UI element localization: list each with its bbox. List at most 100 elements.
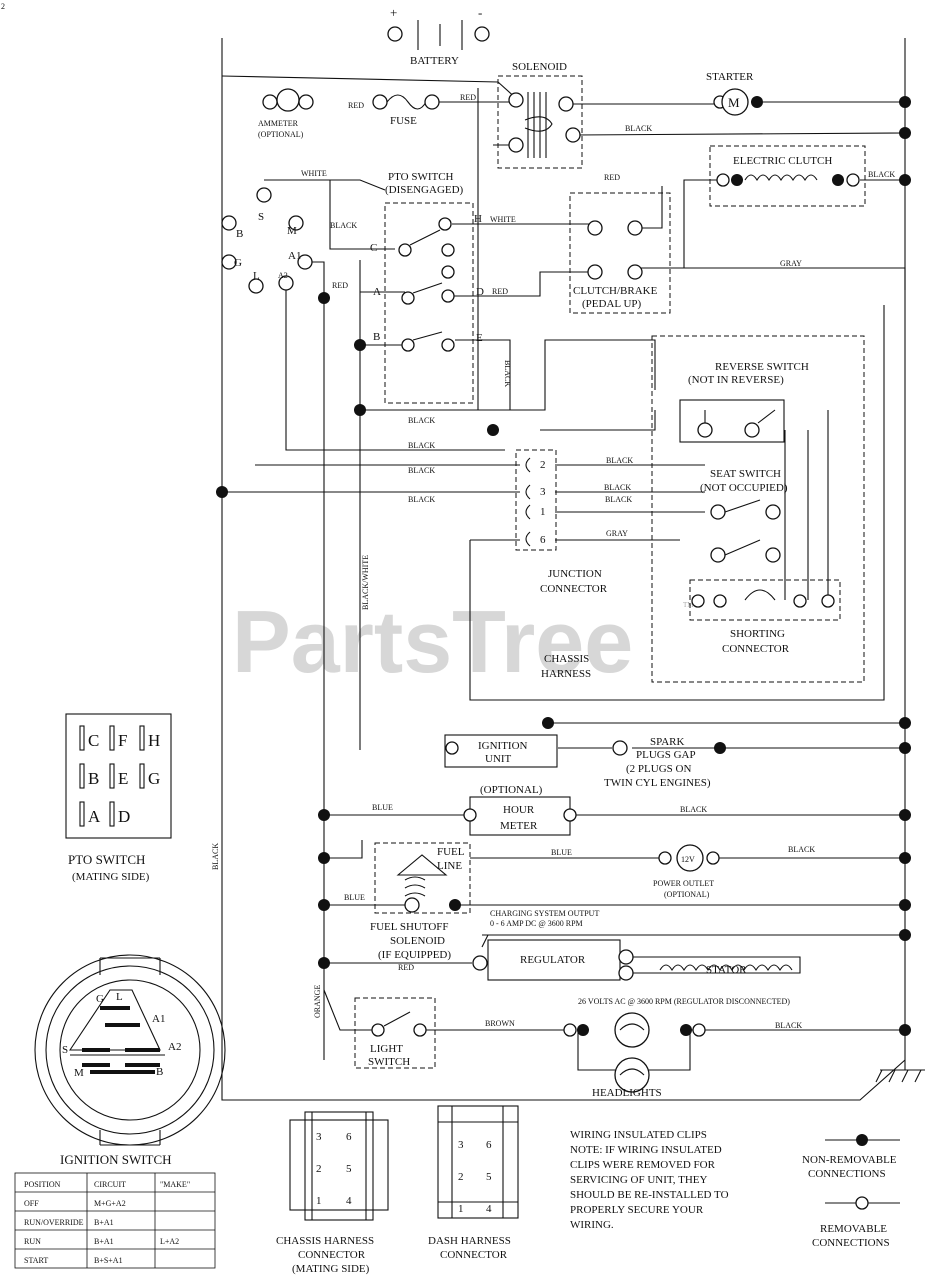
main-wiring bbox=[221, 38, 906, 1101]
legend-removable-1: REMOVABLE bbox=[820, 1223, 887, 1235]
pto-pin-C: C bbox=[88, 731, 99, 750]
svg-text:H: H bbox=[474, 213, 482, 225]
ignition-face-label: B bbox=[156, 1066, 163, 1078]
component-labels: + - BATTERY SOLENOID STARTER AMMETER (OP… bbox=[258, 5, 832, 1099]
pto-pin-bracket bbox=[79, 725, 85, 751]
dash-pin-6: 6 bbox=[486, 1139, 492, 1151]
svg-text:B: B bbox=[236, 228, 243, 240]
junction-connector-label-2: CONNECTOR bbox=[540, 583, 608, 595]
svg-text:WIRING.: WIRING. bbox=[570, 1219, 614, 1231]
dash-connector-label-2: CONNECTOR bbox=[440, 1249, 508, 1261]
electric-clutch-symbol bbox=[716, 173, 860, 187]
ac-note: 26 VOLTS AC @ 3600 RPM (REGULATOR DISCON… bbox=[578, 997, 790, 1006]
svg-text:RED: RED bbox=[332, 281, 348, 290]
starter-label: STARTER bbox=[706, 71, 754, 83]
chassis-pin-2: 2 bbox=[316, 1163, 322, 1175]
dash-pin-2: 2 bbox=[458, 1171, 464, 1183]
dash-pin-1: 1 bbox=[458, 1203, 464, 1215]
pto-pin-bracket bbox=[139, 763, 145, 789]
svg-text:WHITE: WHITE bbox=[490, 215, 516, 224]
chassis-harness-label-2: HARNESS bbox=[541, 668, 591, 680]
ignition-table-cell: RUN bbox=[24, 1237, 41, 1246]
pto-mating-title: PTO SWITCH bbox=[68, 852, 145, 867]
svg-text:WIRING INSULATED CLIPS: WIRING INSULATED CLIPS bbox=[570, 1129, 707, 1141]
legend-non-removable-1: NON-REMOVABLE bbox=[802, 1154, 897, 1166]
svg-text:RED: RED bbox=[348, 101, 364, 110]
svg-text:BLACK/WHITE: BLACK/WHITE bbox=[361, 555, 370, 610]
svg-text:3: 3 bbox=[540, 486, 546, 498]
seat-switch-label: SEAT SWITCH bbox=[710, 468, 781, 480]
light-switch-symbol bbox=[371, 1011, 427, 1037]
pto-pin-bracket bbox=[109, 763, 115, 789]
legend: NON-REMOVABLE CONNECTIONS REMOVABLE CONN… bbox=[802, 1134, 900, 1249]
clutch-brake-state: (PEDAL UP) bbox=[582, 298, 642, 310]
legend-non-removable-2: CONNECTIONS bbox=[808, 1168, 886, 1180]
non-removable-connections bbox=[216, 96, 911, 1036]
svg-text:SHOULD BE RE-INSTALLED TO: SHOULD BE RE-INSTALLED TO bbox=[570, 1189, 729, 1201]
svg-text:C: C bbox=[370, 242, 377, 254]
charging-output-label-1: CHARGING SYSTEM OUTPUT bbox=[490, 909, 599, 918]
dash-pin-5: 5 bbox=[486, 1171, 492, 1183]
fuel-line-label-2: LINE bbox=[437, 860, 462, 872]
svg-text:BLACK: BLACK bbox=[408, 441, 435, 450]
svg-text:RED: RED bbox=[492, 287, 508, 296]
hour-meter-label-1: HOUR bbox=[503, 804, 535, 816]
power-outlet-label-1: POWER OUTLET bbox=[653, 879, 714, 888]
pto-pin-bracket bbox=[109, 725, 115, 751]
spark-plugs-label-2: PLUGS GAP bbox=[636, 749, 696, 761]
pto-switch-contacts bbox=[398, 217, 455, 352]
watermark: PartsTree bbox=[232, 592, 633, 691]
component-symbols: M S M B G A1 L A2 bbox=[221, 20, 925, 1093]
ignition-face-label: A2 bbox=[168, 1041, 181, 1053]
svg-text:BLACK: BLACK bbox=[211, 843, 220, 870]
chassis-pin-1: 1 bbox=[316, 1195, 322, 1207]
battery-symbol bbox=[387, 20, 490, 50]
junction-connector-label-1: JUNCTION bbox=[548, 568, 602, 580]
pto-pin-D: D bbox=[118, 807, 130, 826]
ignition-table-cell: B+A1 bbox=[94, 1218, 114, 1227]
svg-text:BLACK: BLACK bbox=[503, 360, 512, 387]
pto-pin-bracket bbox=[79, 801, 85, 827]
svg-text:2: 2 bbox=[540, 459, 546, 471]
svg-text:BLACK: BLACK bbox=[680, 805, 707, 814]
svg-text:BLACK: BLACK bbox=[606, 456, 633, 465]
battery-plus: + bbox=[390, 5, 397, 20]
ammeter-symbol bbox=[262, 88, 314, 112]
svg-text:E: E bbox=[476, 332, 483, 344]
regulator-label: REGULATOR bbox=[520, 954, 586, 966]
ignition-table-cell: B+S+A1 bbox=[94, 1256, 123, 1265]
pto-pin-E: E bbox=[118, 769, 128, 788]
shorting-connector-symbol bbox=[691, 589, 835, 608]
ignition-table-cell: B+A1 bbox=[94, 1237, 114, 1246]
power-outlet-12v: 12V bbox=[681, 855, 695, 864]
svg-text:WHITE: WHITE bbox=[301, 169, 327, 178]
charging-output-label-2: 0 - 6 AMP DC @ 3600 RPM bbox=[490, 919, 583, 928]
svg-text:BROWN: BROWN bbox=[485, 1019, 515, 1028]
light-switch-label-1: LIGHT bbox=[370, 1043, 403, 1055]
ignition-table-cell: START bbox=[24, 1256, 48, 1265]
chassis-connector-label-2: CONNECTOR bbox=[298, 1249, 366, 1261]
chassis-connector-label-3: (MATING SIDE) bbox=[292, 1263, 370, 1275]
ignition-face-label: L bbox=[116, 991, 123, 1003]
clutch-brake-contacts bbox=[587, 220, 643, 280]
fuel-shutoff-label-1: FUEL SHUTOFF bbox=[370, 921, 449, 933]
wiring-note: WIRING INSULATED CLIPS NOTE: IF WIRING I… bbox=[570, 1129, 729, 1231]
svg-text:1: 1 bbox=[540, 506, 546, 518]
reverse-switch-contacts bbox=[697, 409, 776, 438]
power-outlet-label-2: (OPTIONAL) bbox=[664, 890, 710, 899]
ignition-table-header: "MAKE" bbox=[160, 1180, 190, 1189]
pto-switch-state: (DISENGAGED) bbox=[385, 184, 464, 196]
svg-text:BLACK: BLACK bbox=[625, 124, 652, 133]
svg-text:BLACK: BLACK bbox=[408, 495, 435, 504]
pto-pin-G: G bbox=[148, 769, 160, 788]
page-number: 2 bbox=[1, 2, 5, 11]
pto-switch-label: PTO SWITCH bbox=[388, 171, 454, 183]
starter-motor-symbol: M bbox=[728, 95, 740, 110]
svg-text:BLUE: BLUE bbox=[372, 803, 393, 812]
ammeter-label: AMMETER bbox=[258, 119, 299, 128]
ammeter-note: (OPTIONAL) bbox=[258, 130, 304, 139]
